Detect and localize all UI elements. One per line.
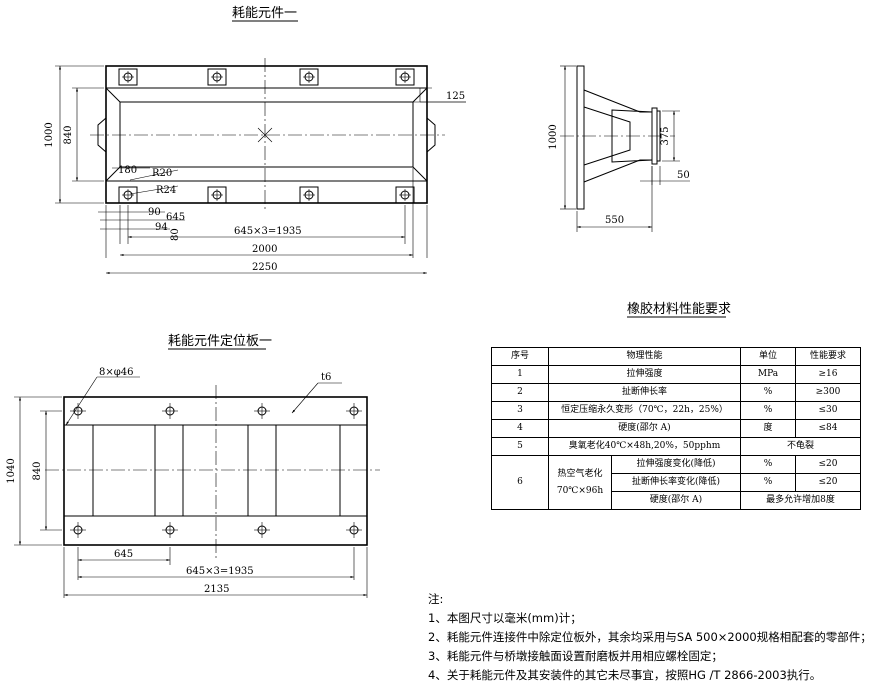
notes: 注: 1、本图尺寸以毫米(mm)计； 2、耗能元件连接件中除定位板外，其余均采用… xyxy=(428,590,872,685)
header-unit: 单位 xyxy=(740,347,796,366)
plate-dim-pitch: 645×3=1935 xyxy=(186,566,254,577)
header-no: 序号 xyxy=(491,347,549,366)
dim-90: 90 xyxy=(148,207,161,218)
table-row: 1 拉伸强度 MPa ≥16 xyxy=(491,365,861,384)
header-req: 性能要求 xyxy=(795,347,861,366)
section-view: 1000 375 50 550 xyxy=(548,65,690,232)
dim-2250: 2250 xyxy=(252,262,277,273)
table-row: 硬度(邵尔 A) 最多允许增加8度 xyxy=(492,491,861,510)
section-dim-1000: 1000 xyxy=(548,124,559,149)
dim-80: 80 xyxy=(170,228,181,241)
bolt-hole xyxy=(395,186,415,204)
mount-hole xyxy=(345,402,363,420)
bolt-hole xyxy=(395,68,415,86)
table-header-row: 序号 物理性能 单位 性能要求 xyxy=(491,347,861,366)
dim-1000: 1000 xyxy=(44,122,55,147)
dim-pitch-1: 645×3=1935 xyxy=(234,226,302,237)
section-dim-550: 550 xyxy=(605,215,624,226)
dim-645-small: 645 xyxy=(166,212,185,223)
dim-2000: 2000 xyxy=(252,244,277,255)
note-item: 2、耗能元件连接件中除定位板外，其余均采用与SA 500×2000规格相配套的零… xyxy=(428,630,872,644)
bolt-hole xyxy=(118,186,138,204)
bolt-hole xyxy=(207,186,227,204)
note-item: 4、关于耗能元件及其安装件的其它未尽事宜，按照HG /T 2866-2003执行… xyxy=(428,668,822,682)
dim-94: 94 xyxy=(155,222,168,233)
holes-label: 8×φ46 xyxy=(99,367,133,378)
mount-hole xyxy=(161,521,179,539)
mount-hole xyxy=(69,402,87,420)
dim-r24: R24 xyxy=(156,185,176,196)
dim-180: 180 xyxy=(118,165,137,176)
mount-hole xyxy=(253,521,271,539)
plate-dim-2135: 2135 xyxy=(204,584,229,595)
drawing-1-title: 耗能元件一 xyxy=(232,6,297,21)
table-title: 橡胶材料性能要求 xyxy=(627,301,731,317)
table-row: 6 热空气老化 70℃×96h 拉伸强度变化(降低) % ≤20 xyxy=(491,455,861,510)
drawing-2: 耗能元件定位板一 8×φ46 t6 1040 xyxy=(6,334,380,598)
notes-heading: 注: xyxy=(428,592,444,606)
header-prop: 物理性能 xyxy=(548,347,741,366)
table-row: 2 扯断伸长率 % ≥300 xyxy=(491,383,861,402)
note-item: 1、本图尺寸以毫米(mm)计； xyxy=(428,611,582,625)
mount-hole xyxy=(69,521,87,539)
drawing-2-title: 耗能元件定位板一 xyxy=(168,334,272,349)
rubber-spec-table: 序号 物理性能 单位 性能要求 1 拉伸强度 MPa ≥16 2 扯断伸长率 %… xyxy=(491,347,861,510)
mount-hole xyxy=(345,521,363,539)
dim-125: 125 xyxy=(446,91,465,102)
plate-dim-645: 645 xyxy=(114,549,133,560)
bolt-hole xyxy=(118,68,138,86)
drawing-1: 耗能元件一 1000 840 xyxy=(44,6,466,275)
dim-840: 840 xyxy=(63,125,74,144)
bolt-hole xyxy=(299,68,319,86)
table-row: 4 硬度(邵尔 A) 度 ≤84 xyxy=(491,419,861,438)
table-row: 3 恒定压缩永久变形（70℃，22h，25%） % ≤30 xyxy=(491,401,861,420)
plate-dim-840: 840 xyxy=(32,461,43,480)
mount-hole xyxy=(161,402,179,420)
bolt-hole xyxy=(299,186,319,204)
dim-r20: R20 xyxy=(152,168,172,179)
table-row: 5 臭氧老化40℃×48h,20%，50pphm 不龟裂 xyxy=(491,437,861,456)
section-dim-375: 375 xyxy=(660,126,671,145)
note-item: 3、耗能元件与桥墩接触面设置耐磨板并用相应螺栓固定； xyxy=(428,649,723,663)
bolt-hole xyxy=(207,68,227,86)
row6-group: 热空气老化 70℃×96h xyxy=(548,455,612,510)
thickness-label: t6 xyxy=(321,372,331,383)
mount-hole xyxy=(253,402,271,420)
section-dim-50: 50 xyxy=(677,170,690,181)
plate-dim-1040: 1040 xyxy=(6,458,17,483)
